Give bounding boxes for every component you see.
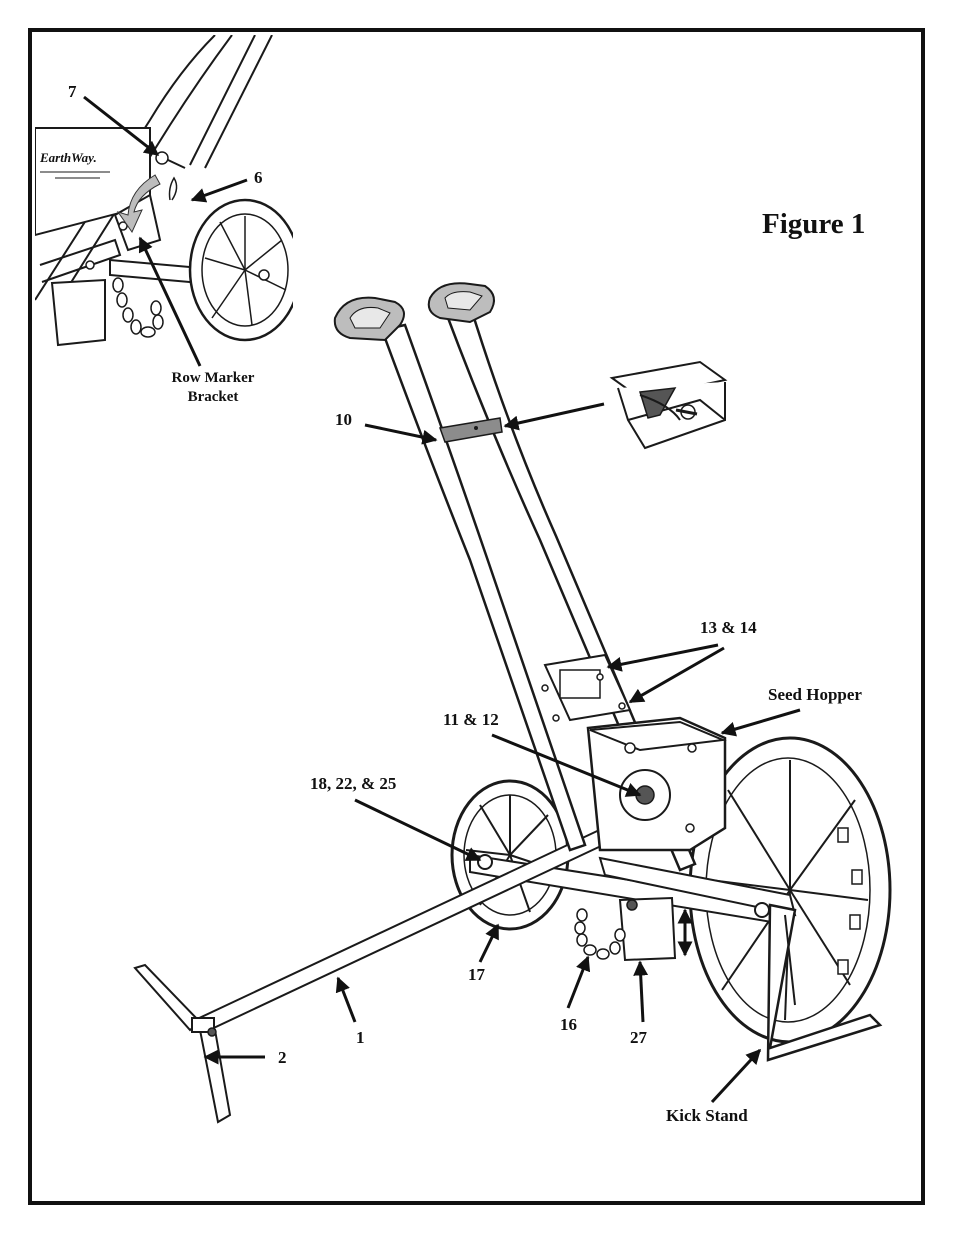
label-6: 6 — [254, 168, 263, 187]
label-13-14: 13 & 14 — [700, 618, 757, 637]
label-27: 27 — [630, 1028, 648, 1047]
page-border — [28, 28, 925, 1205]
inset-brand: EarthWay. — [39, 150, 97, 165]
label-10: 10 — [335, 410, 352, 429]
label-row-marker: Row Marker — [172, 370, 255, 386]
label-seed-hopper: Seed Hopper — [768, 685, 862, 704]
label-row-marker-bracket: Bracket — [188, 389, 239, 405]
handle-assembly — [333, 282, 697, 872]
chain — [112, 277, 164, 338]
label-16: 16 — [560, 1015, 577, 1034]
label-2: 2 — [278, 1048, 287, 1067]
figure-title: Figure 1 — [762, 208, 865, 240]
install-arrow-icon — [116, 174, 161, 234]
row-marker-bar — [193, 823, 620, 1035]
seed-hopper — [586, 716, 727, 852]
handle-clip-detail — [609, 360, 728, 450]
drag-chain — [574, 908, 626, 960]
handle-strap — [438, 417, 503, 443]
label-7: 7 — [68, 82, 77, 101]
rear-wheel — [688, 736, 892, 1044]
label-11-12: 11 & 12 — [443, 710, 499, 729]
label-17: 17 — [468, 965, 486, 984]
label-1: 1 — [356, 1028, 365, 1047]
inset-detail: EarthWay. — [35, 35, 293, 347]
label-18-22-25: 18, 22, & 25 — [310, 774, 396, 793]
kick-stand — [766, 903, 883, 1062]
label-kick-stand: Kick Stand — [666, 1106, 748, 1125]
